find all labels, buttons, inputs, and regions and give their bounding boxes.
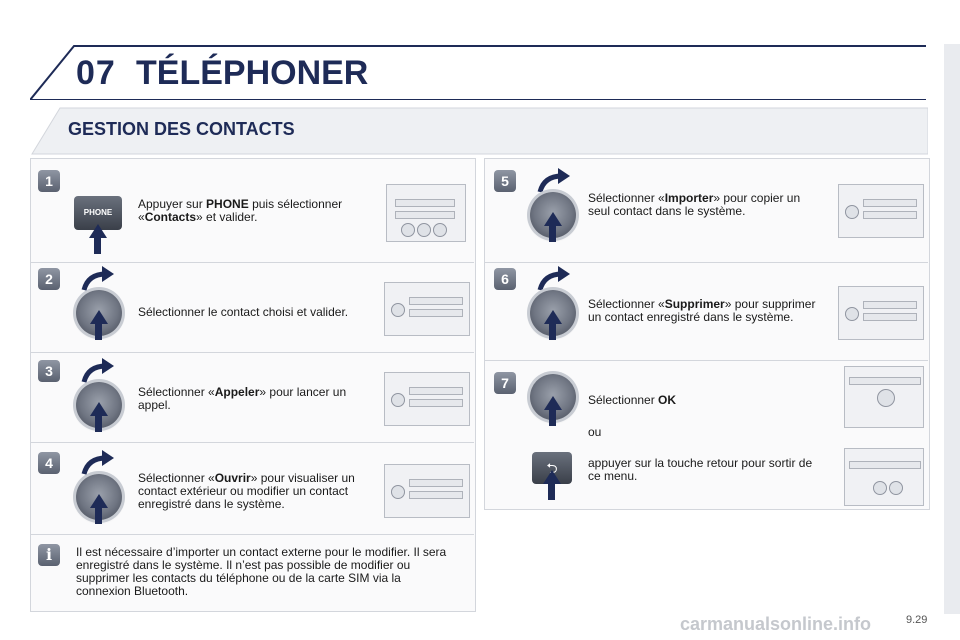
step-7-alt-text: appuyer sur la touche retour pour sortir… xyxy=(588,456,813,483)
press-arrow-icon xyxy=(90,494,108,508)
row-divider xyxy=(30,262,474,263)
chapter-number: 07 xyxy=(76,54,116,92)
info-icon: i xyxy=(38,544,60,566)
step-2-text: Sélectionner le contact choisi et valide… xyxy=(138,305,349,319)
press-arrow-icon xyxy=(95,508,102,524)
press-arrow-icon xyxy=(90,402,108,416)
press-arrow-icon xyxy=(549,410,556,426)
step-3-text: Sélectionner «Appeler» pour lancer un ap… xyxy=(138,385,347,412)
radio-panel-illustration xyxy=(384,464,470,518)
press-arrow-icon xyxy=(89,224,107,238)
press-arrow-icon xyxy=(548,484,555,500)
rotate-arrow-icon xyxy=(537,266,570,291)
row-divider xyxy=(30,352,474,353)
press-arrow-icon xyxy=(95,324,102,340)
step-badge-2: 2 xyxy=(38,268,60,290)
step-badge-6: 6 xyxy=(494,268,516,290)
press-arrow-icon xyxy=(549,226,556,242)
step-badge-3: 3 xyxy=(38,360,60,382)
chapter-title: TÉLÉPHONER xyxy=(136,54,369,92)
radio-panel-illustration xyxy=(838,184,924,238)
step-6-text: Sélectionner «Supprimer» pour supprimer … xyxy=(588,297,816,324)
step-7-text: Sélectionner OK xyxy=(588,393,677,407)
radio-panel-illustration xyxy=(384,282,470,336)
step-7-or: ou xyxy=(588,425,602,439)
press-arrow-icon xyxy=(94,238,101,254)
step-badge-1: 1 xyxy=(38,170,60,192)
step-5-text: Sélectionner «Importer» pour copier un s… xyxy=(588,191,801,218)
header-frame xyxy=(30,45,926,100)
step-1-text: Appuyer sur PHONE puis sélectionner «Con… xyxy=(138,197,343,224)
row-divider xyxy=(484,262,928,263)
radio-panel-illustration xyxy=(844,448,924,506)
row-divider xyxy=(484,360,928,361)
press-arrow-icon xyxy=(95,416,102,432)
watermark: carmanualsonline.info xyxy=(680,614,872,634)
press-arrow-icon xyxy=(549,324,556,340)
rotate-arrow-icon xyxy=(81,450,114,475)
press-arrow-icon xyxy=(544,212,562,226)
step-badge-4: 4 xyxy=(38,452,60,474)
rotate-arrow-icon xyxy=(81,358,114,383)
radio-panel-illustration xyxy=(838,286,924,340)
step-4-text: Sélectionner «Ouvrir» pour visualiser un… xyxy=(138,471,355,511)
rotate-arrow-icon xyxy=(81,266,114,291)
press-arrow-icon xyxy=(544,310,562,324)
section-band xyxy=(31,107,928,155)
page-number: 9.29 xyxy=(906,614,928,626)
row-divider xyxy=(30,442,474,443)
press-arrow-icon xyxy=(543,470,561,484)
section-title: GESTION DES CONTACTS xyxy=(68,119,295,139)
rotate-arrow-icon xyxy=(537,168,570,193)
info-note: Il est nécessaire d’importer un contact … xyxy=(76,545,447,598)
press-arrow-icon xyxy=(544,396,562,410)
press-arrow-icon xyxy=(90,310,108,324)
radio-panel-illustration xyxy=(844,366,924,428)
radio-panel-illustration xyxy=(386,184,466,242)
page-edge xyxy=(944,44,960,614)
row-divider xyxy=(30,534,474,535)
radio-panel-illustration xyxy=(384,372,470,426)
step-badge-7: 7 xyxy=(494,372,516,394)
step-badge-5: 5 xyxy=(494,170,516,192)
